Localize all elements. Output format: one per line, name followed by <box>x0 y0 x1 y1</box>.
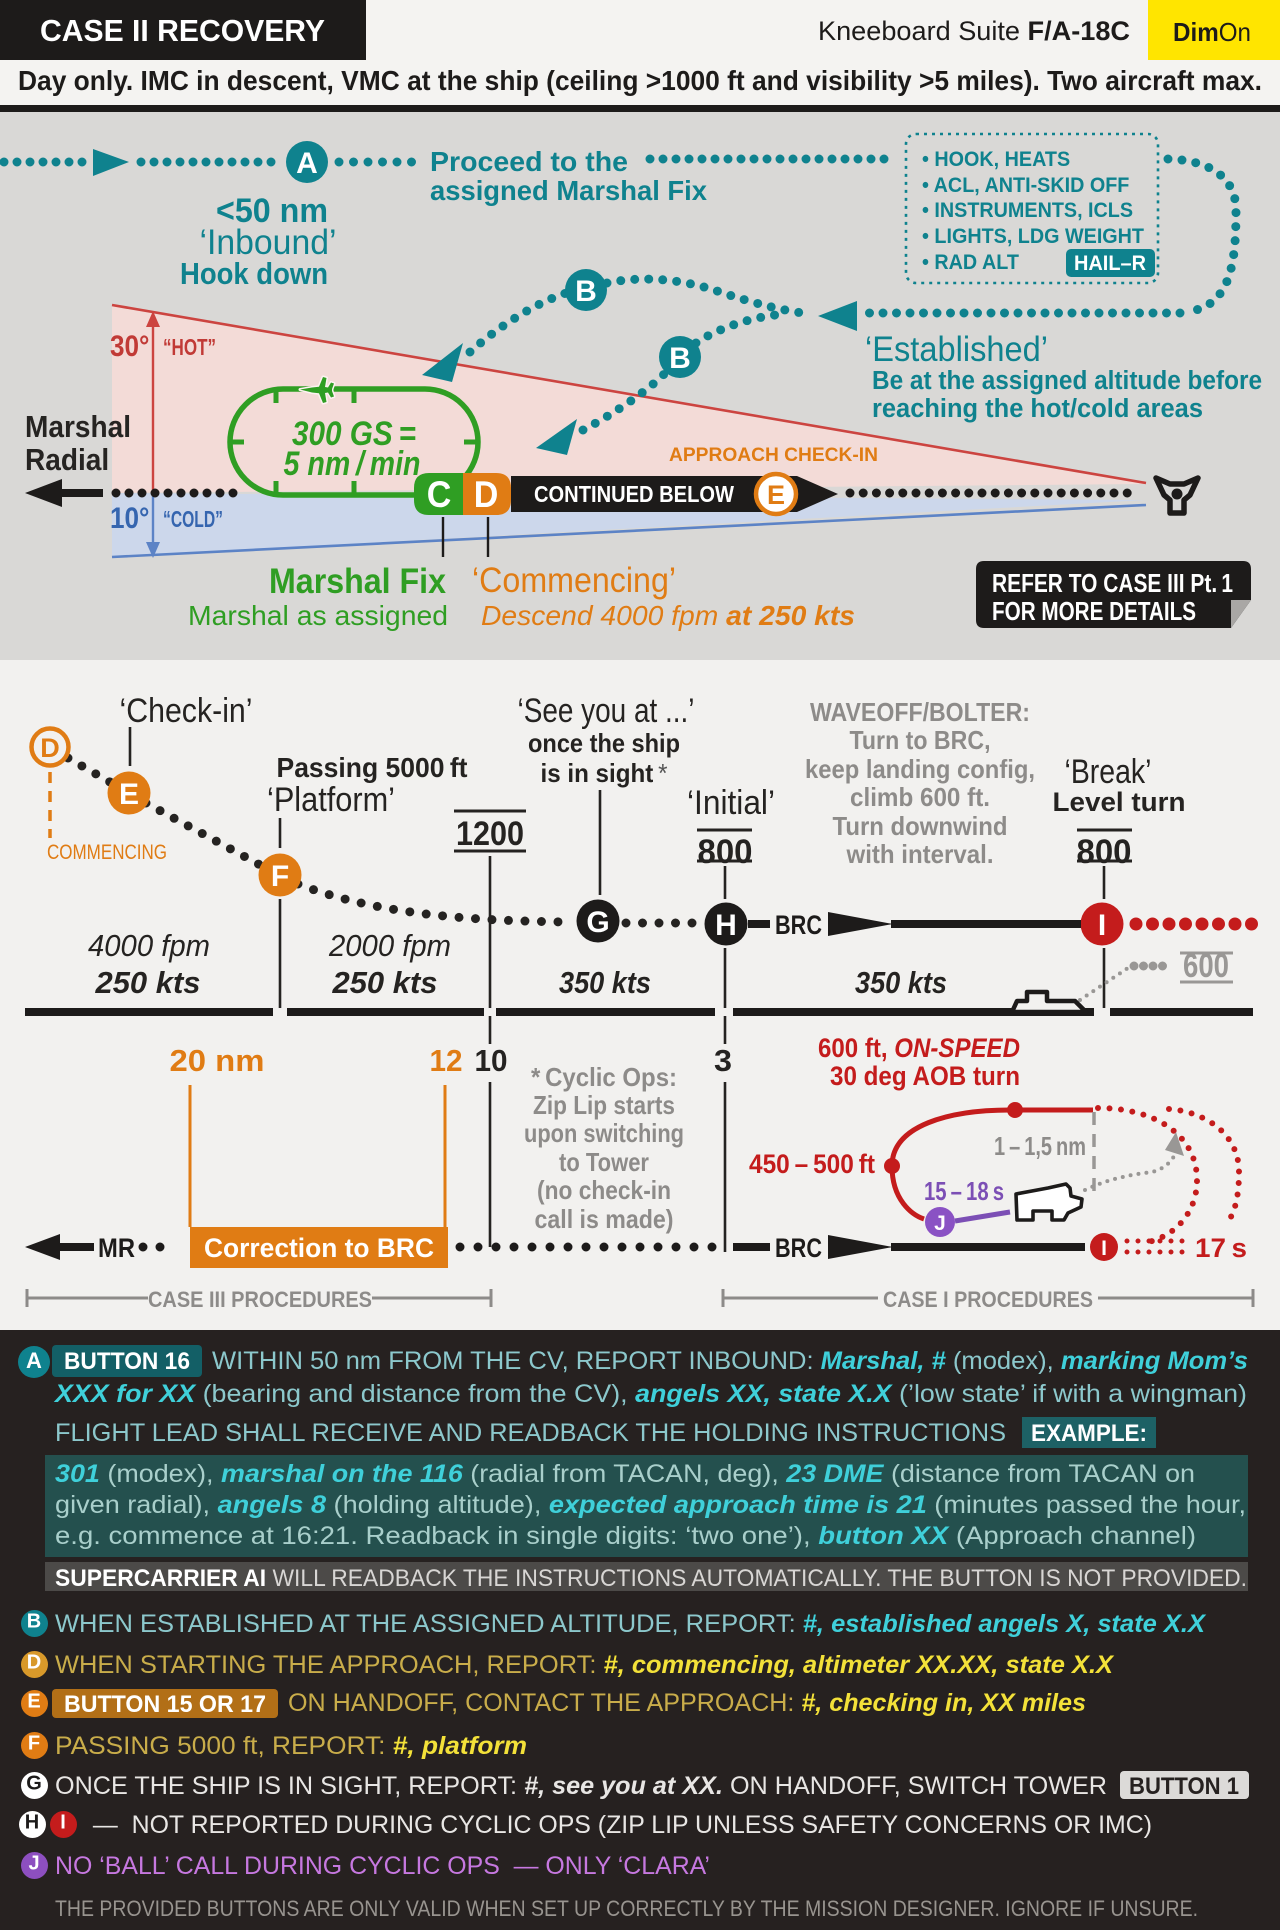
svg-text:HAIL–R: HAIL–R <box>1074 252 1146 275</box>
svg-text:D: D <box>474 474 499 516</box>
svg-text:CONTINUED BELOW: CONTINUED BELOW <box>534 481 734 507</box>
svg-text:B: B <box>669 342 691 375</box>
svg-text:A: A <box>296 147 318 180</box>
svg-text:G: G <box>586 906 609 939</box>
svg-text:I: I <box>1098 909 1106 942</box>
svg-text:E: E <box>119 778 139 811</box>
svg-text:F: F <box>271 860 289 893</box>
svg-text:C: C <box>427 474 452 516</box>
svg-text:B: B <box>575 275 597 308</box>
svg-text:D: D <box>40 733 60 763</box>
svg-text:J: J <box>934 1212 946 1235</box>
svg-text:I: I <box>1101 1237 1107 1260</box>
svg-text:H: H <box>715 909 737 942</box>
svg-text:E: E <box>767 480 785 510</box>
